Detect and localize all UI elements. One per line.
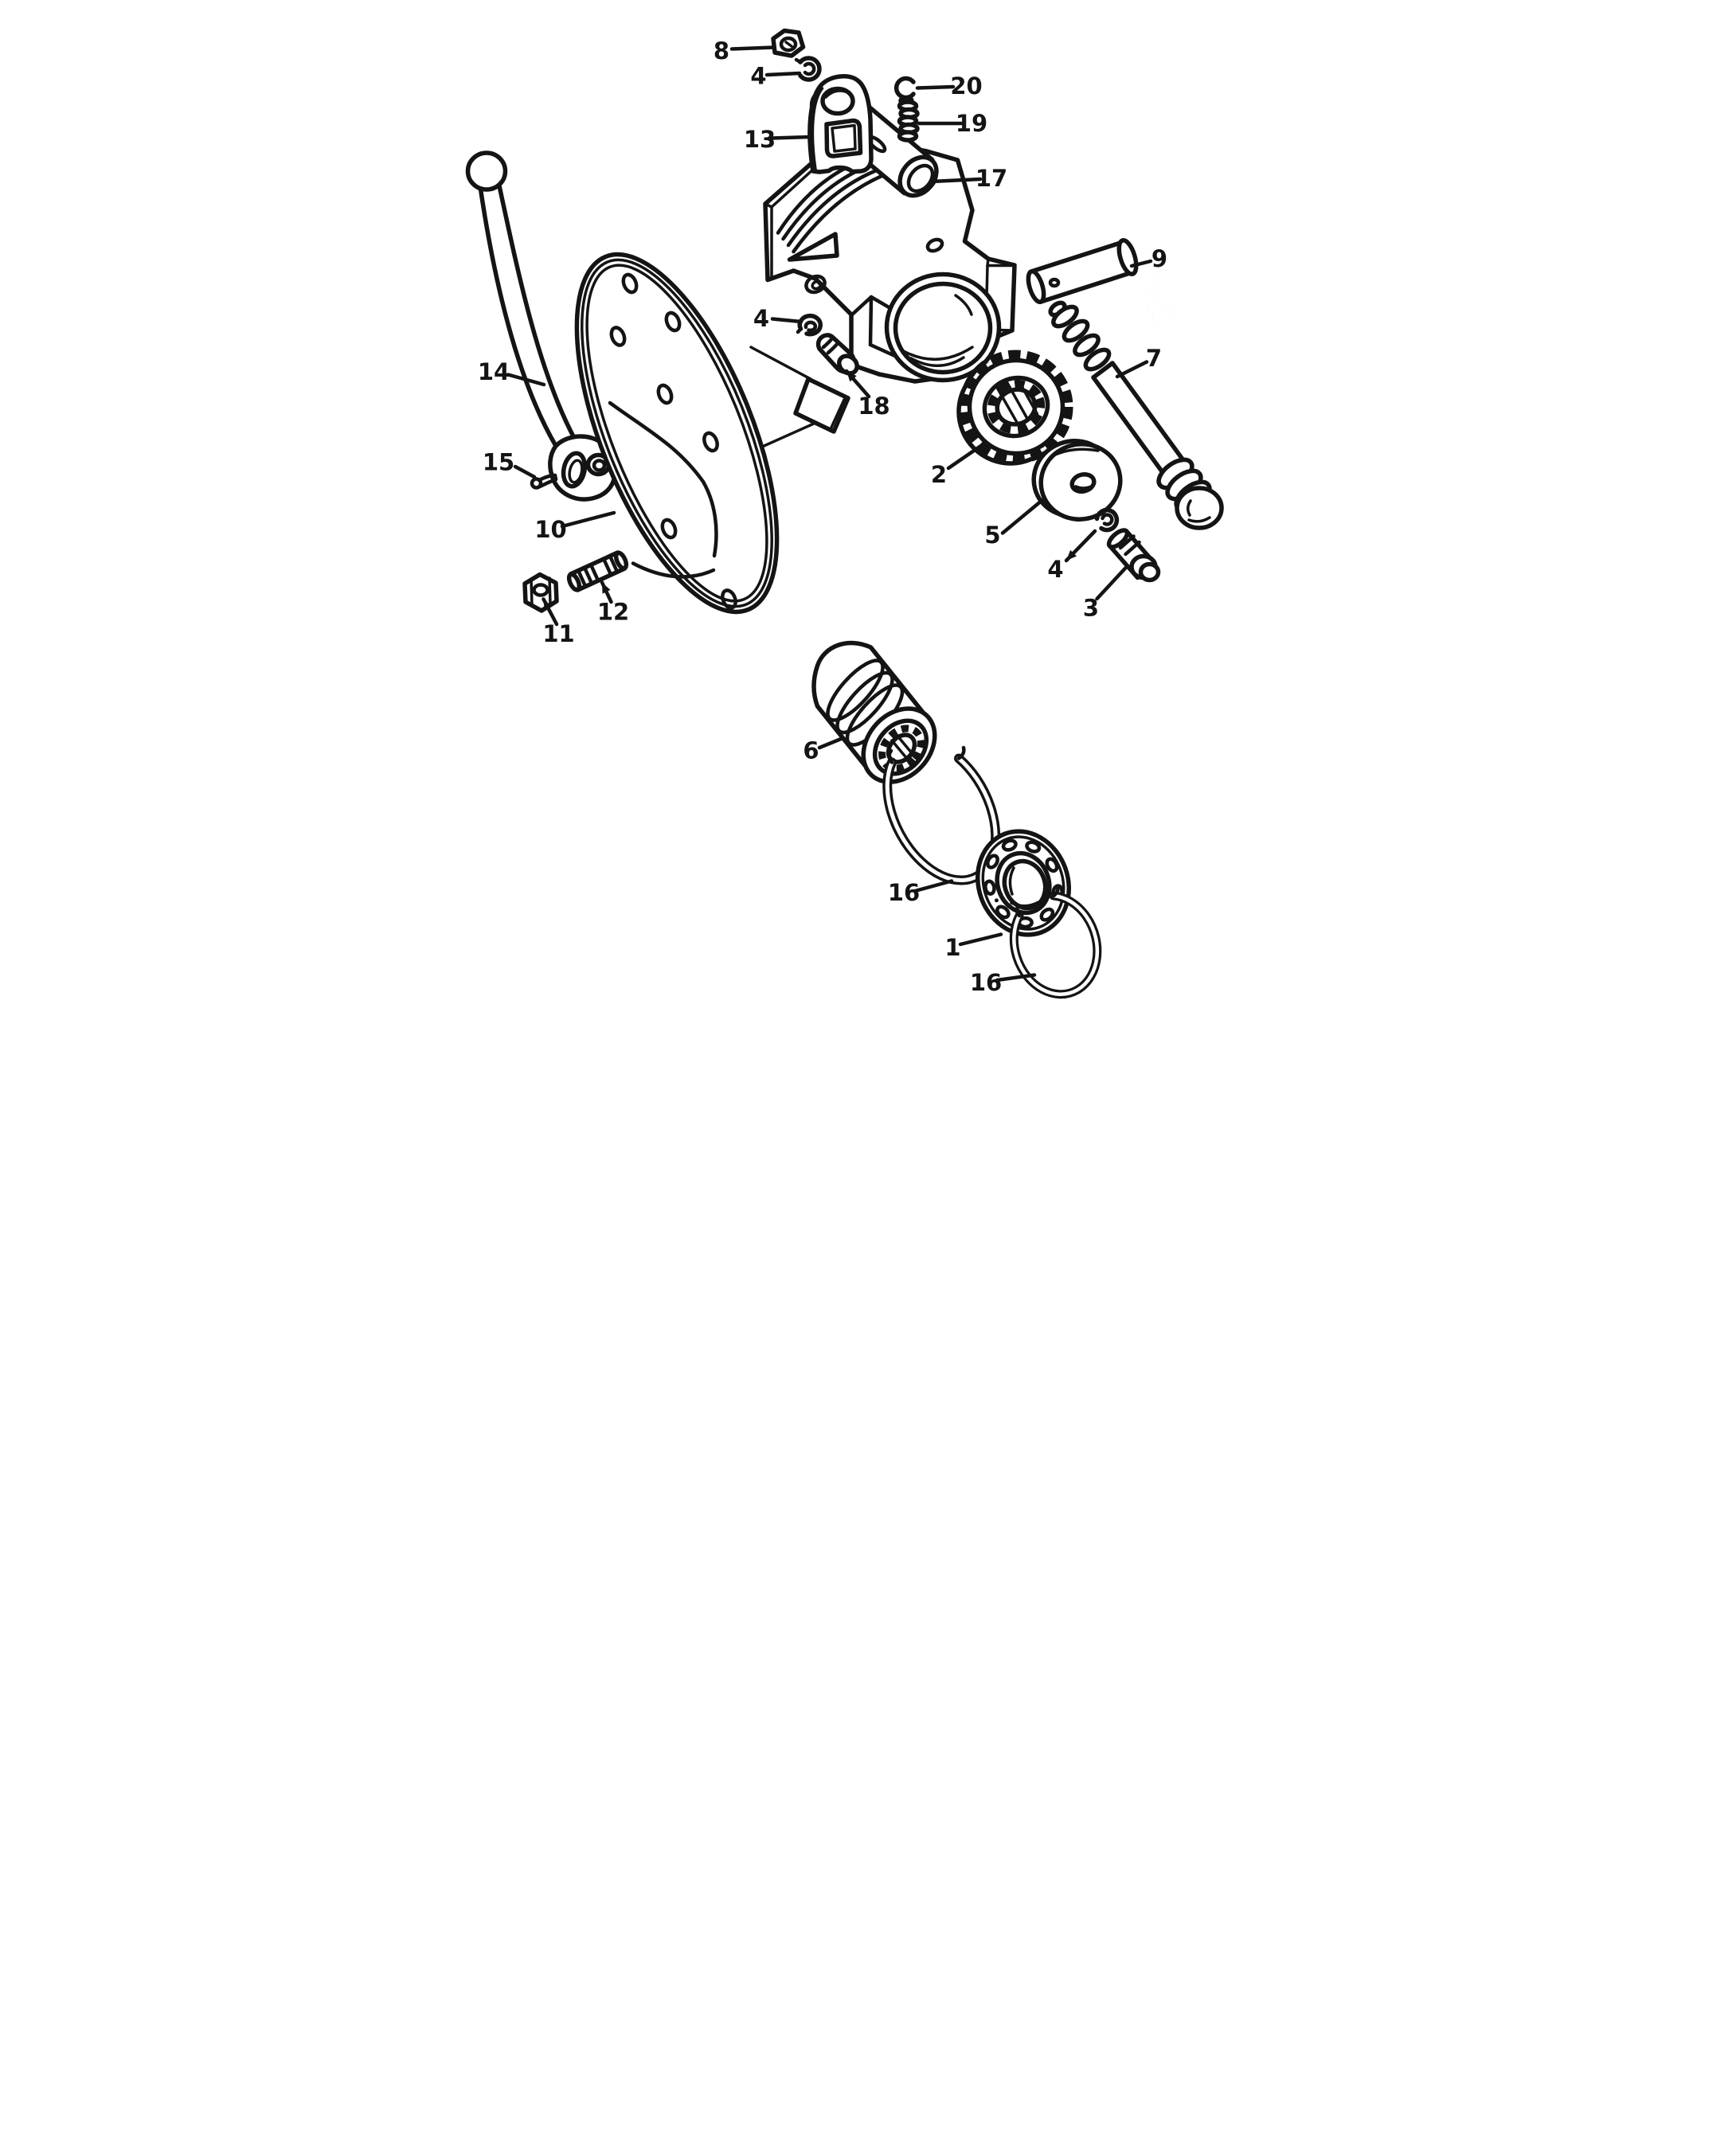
callout-4-label: 4 (750, 63, 766, 90)
callout-18-arrowhead (846, 371, 857, 382)
part-11-hex-nut (522, 572, 559, 613)
part-16-snap-ring-upper (882, 745, 1001, 885)
callout-14-label: 14 (478, 358, 510, 385)
callout-16-leader-22 (995, 973, 1037, 983)
callout-12-arrowhead (602, 582, 611, 594)
part-12-threaded-stud (566, 550, 629, 592)
part-9-clevis-pin (1026, 238, 1175, 326)
callout-5-leader-11 (1000, 498, 1045, 535)
callout-10-label: 10 (534, 516, 566, 543)
callout-4-label: 4 (753, 305, 769, 332)
part-15-cotter-pin (530, 473, 558, 490)
callout-4-leader-1 (764, 71, 802, 77)
part-10-cover-disc (574, 252, 850, 615)
part-18-screw (815, 333, 859, 376)
callout-16-label: 16 (888, 879, 920, 906)
callout-7-label: 7 (1146, 345, 1162, 372)
callout-16-label: 16 (970, 969, 1002, 996)
callout-1-leader-21 (958, 932, 1003, 947)
callout-17-label: 17 (976, 165, 1007, 192)
callout-4-arrowhead (1066, 549, 1077, 561)
callout-4-label: 4 (1047, 556, 1063, 583)
callout-11-label: 11 (542, 620, 574, 647)
part-5-washer-disc (1031, 439, 1123, 522)
callout-9-label: 9 (1151, 245, 1167, 272)
callout-14-leader-14 (506, 373, 546, 387)
callout-9-leader-6 (1129, 259, 1153, 268)
callout-3-label: 3 (1083, 595, 1099, 622)
callout-19-label: 19 (956, 110, 987, 137)
callout-11-arrowhead (543, 599, 553, 611)
part-20-retaining-ring (893, 76, 916, 100)
part-1-bearing (975, 829, 1072, 937)
part-4-snap-ring-lower (1094, 507, 1120, 533)
callout-2-label: 2 (931, 461, 947, 488)
callout-2-leader-10 (946, 440, 987, 471)
callout-20-leader-3 (915, 84, 956, 90)
part-4-lock-washer-middle (796, 313, 823, 337)
callout-8-leader-0 (729, 45, 776, 51)
part-13-clevis-bracket (807, 74, 874, 174)
part-2-splined-gear (956, 350, 1073, 466)
callout-20-label: 20 (950, 72, 982, 100)
callout-17-leader-5 (929, 177, 983, 184)
part-8-hex-nut (771, 28, 806, 58)
callout-7-leader-9 (1115, 360, 1149, 379)
callout-15-label: 15 (483, 449, 514, 476)
callout-15-leader-15 (513, 464, 537, 479)
callout-12-label: 12 (597, 599, 629, 626)
callout-3-leader-13 (1095, 564, 1130, 601)
callout-6-leader-19 (817, 737, 843, 750)
callout-6-label: 6 (803, 737, 819, 764)
callout-4-leader-7 (770, 317, 803, 324)
callout-13-leader-2 (769, 135, 814, 140)
callout-8-label: 8 (714, 37, 729, 64)
part-7-threaded-rod (1048, 300, 1224, 530)
callout-16-leader-20 (913, 879, 954, 893)
callout-13-label: 13 (744, 126, 776, 153)
callout-18-label: 18 (858, 393, 890, 420)
callout-1-label: 1 (944, 934, 960, 961)
part-16-snap-ring-lower (1009, 884, 1102, 999)
part-19-spring (897, 96, 920, 143)
part-6-splined-coupling (811, 640, 937, 784)
callout-10-leader-16 (560, 510, 616, 529)
part-4-lock-washer-upper (794, 56, 822, 82)
callout-5-label: 5 (984, 522, 1000, 549)
part-3-grooved-pin (1106, 528, 1161, 583)
